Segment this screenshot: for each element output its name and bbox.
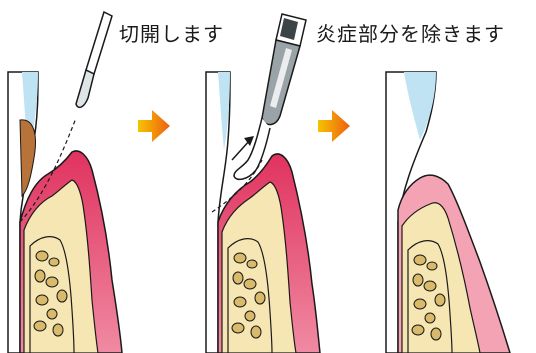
panel-during [206,14,320,353]
panel-before [8,12,122,353]
orange-arrow-icon-2 [318,110,350,142]
curette-icon [234,14,306,179]
orange-arrow-icon [138,110,170,142]
scalpel-icon [76,12,112,107]
panel-after [386,72,510,353]
tartar-deposit [20,120,35,196]
